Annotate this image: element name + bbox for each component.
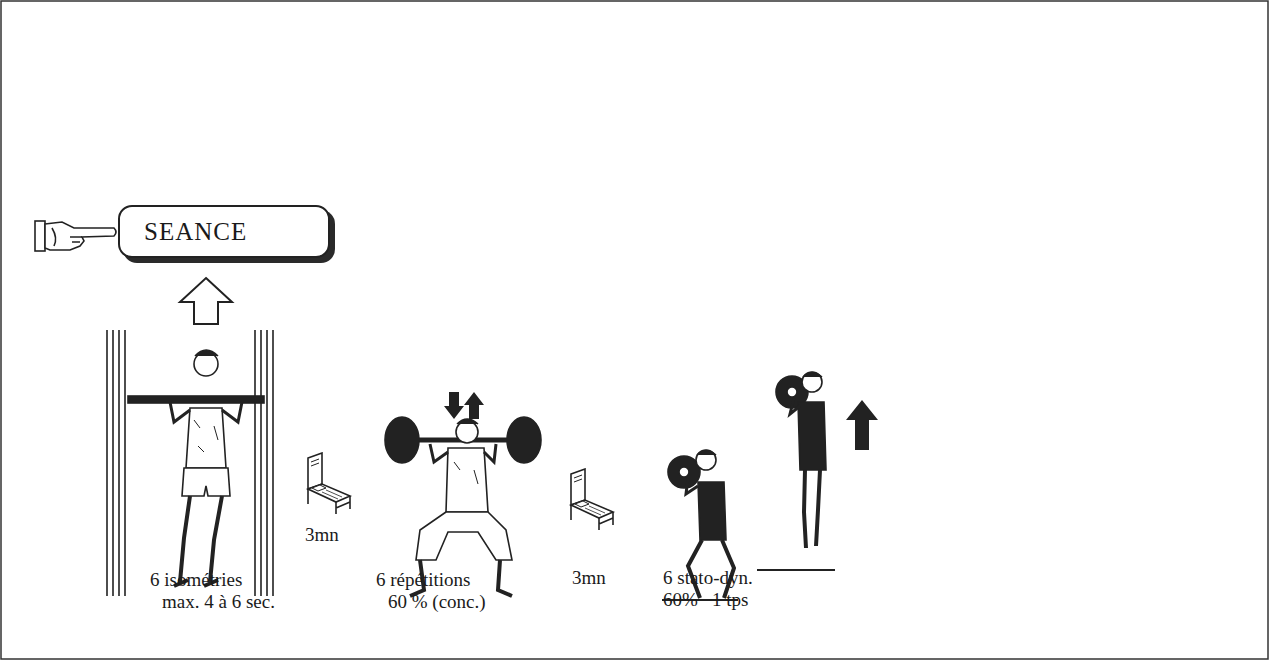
outline-up-arrow — [180, 278, 232, 324]
caption-label: 3mn — [305, 524, 339, 546]
squat-rack — [255, 330, 273, 596]
caption-label: 6 répétitions — [376, 569, 470, 591]
isometric-figure — [195, 350, 218, 356]
caption-label: 6 stato-dyn. — [663, 567, 753, 589]
squat-figure — [454, 462, 478, 484]
squat-figure — [416, 512, 512, 560]
pointing-hand — [45, 222, 116, 250]
isometric-figure — [194, 420, 218, 452]
jump-figure — [803, 373, 822, 378]
crouch-figure — [697, 451, 716, 456]
jump-figure — [846, 400, 878, 450]
caption-label: 3mn — [572, 567, 606, 589]
squat-figure — [385, 417, 419, 463]
squat-figure — [430, 444, 496, 462]
pointing-hand — [35, 221, 116, 251]
isometric-figure — [128, 350, 264, 586]
isometric-figure — [170, 402, 242, 422]
squat-figure — [456, 421, 478, 443]
down-up-arrows — [464, 392, 484, 419]
jump-figure — [757, 372, 878, 570]
jump-figure — [787, 387, 797, 397]
squat-rack — [107, 330, 273, 596]
squat-rack — [107, 330, 125, 596]
caption-label: 60 % (conc.) — [388, 591, 486, 613]
jump-figure — [798, 402, 826, 470]
box-title: SEANCE — [120, 218, 247, 246]
rest-bed — [308, 453, 350, 514]
jump-figure — [790, 398, 800, 414]
isometric-figure — [182, 468, 230, 496]
jump-figure — [757, 569, 835, 571]
crouch-figure — [679, 467, 689, 477]
jump-figure — [802, 372, 822, 392]
squat-figure — [446, 448, 488, 512]
caption-label: max. 4 à 6 sec. — [162, 591, 275, 613]
pointing-hand — [35, 221, 45, 251]
squat-figure — [457, 419, 478, 424]
crouch-figure — [686, 478, 698, 494]
caption-label: 6 isométries — [150, 569, 242, 591]
crouch-figure — [668, 456, 700, 488]
isometric-figure — [128, 396, 264, 403]
caption-label: 1 tps — [712, 589, 748, 611]
down-up-arrows — [444, 392, 464, 419]
outline-up-arrow — [180, 278, 232, 324]
crouch-figure — [696, 450, 716, 470]
session-box: SEANCE — [118, 205, 330, 258]
crouch-figure — [698, 482, 726, 540]
squat-figure — [507, 417, 541, 463]
caption-label: 60% — [663, 589, 698, 611]
pointing-hand — [52, 228, 82, 246]
down-up-arrows — [444, 392, 484, 419]
jump-figure — [804, 470, 820, 548]
rest-bed — [571, 469, 613, 530]
isometric-figure — [186, 408, 226, 468]
